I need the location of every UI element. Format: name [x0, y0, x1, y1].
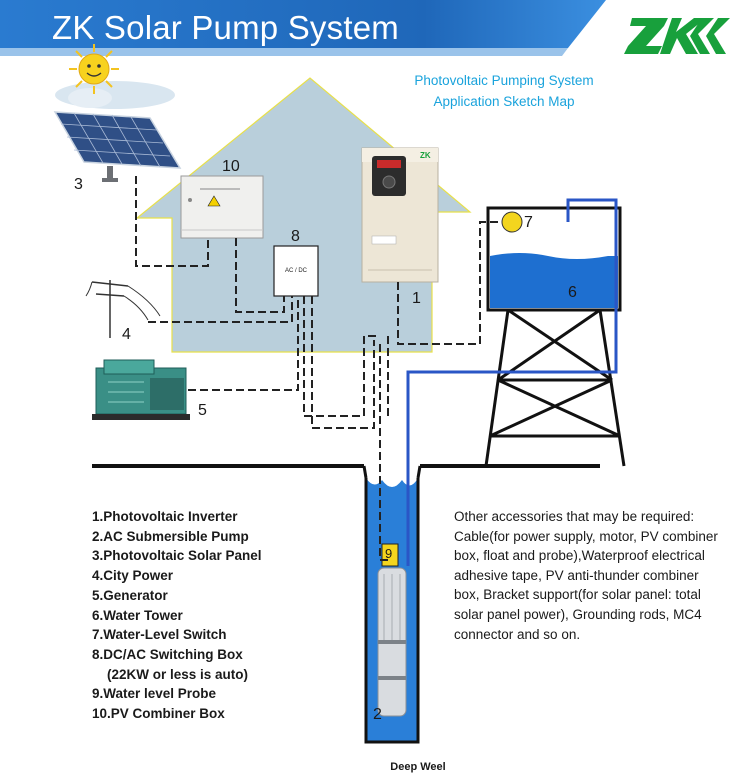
utility-pole-icon	[85, 280, 161, 338]
switch-box-icon	[273, 245, 319, 297]
legend-item: 9.Water level Probe	[92, 686, 217, 702]
sun-icon	[55, 44, 175, 109]
water-level-switch-icon	[501, 211, 523, 233]
diagram-title: Photovoltaic Pumping System Application …	[398, 70, 610, 112]
water-tower-icon	[484, 206, 626, 467]
zk-logo	[624, 10, 736, 58]
number-label-1: 1	[412, 290, 421, 307]
number-label-10: 10	[222, 158, 240, 175]
legend-item: 5.Generator	[92, 587, 168, 603]
generator-icon	[92, 359, 190, 420]
banner-background	[0, 0, 606, 56]
legend-item: 4.City Power	[92, 568, 174, 584]
number-label-6: 6	[568, 284, 577, 301]
header-banner: ZK Solar Pump System	[0, 0, 620, 56]
legend: 1.Photovoltaic Inverter 2.AC Submersible…	[92, 507, 262, 724]
diagram-title-line1: Photovoltaic Pumping System	[414, 73, 594, 88]
accessories-note: Other accessories that may be required: …	[454, 509, 718, 642]
number-label-8: 8	[291, 228, 300, 245]
number-label-7: 7	[524, 214, 533, 231]
number-label-3: 3	[74, 176, 83, 193]
legend-item: 7.Water-Level Switch	[92, 627, 227, 643]
zk-logo-mark	[624, 18, 730, 54]
legend-item: 6.Water Tower	[92, 607, 183, 623]
diagram-title-line2: Application Sketch Map	[433, 94, 575, 109]
number-label-4: 4	[122, 326, 131, 343]
legend-item: 3.Photovoltaic Solar Panel	[92, 548, 262, 564]
legend-item: 10.PV Combiner Box	[92, 706, 225, 722]
inverter-brand-label: ZK	[420, 151, 431, 160]
water-pipe	[406, 198, 618, 566]
inverter-icon	[361, 147, 439, 283]
solar-panel-icon	[53, 111, 182, 182]
house-shape	[135, 77, 472, 353]
number-label-5: 5	[198, 402, 207, 419]
deep-well-caption: Deep Weel	[390, 761, 446, 773]
dashed-wiring	[135, 176, 502, 561]
submersible-pump-icon	[377, 567, 407, 717]
legend-item: (22KW or less is auto)	[107, 666, 249, 682]
number-label-9: 9	[385, 546, 393, 561]
pv-combiner-box-icon	[180, 175, 264, 239]
page-title: ZK Solar Pump System	[52, 9, 399, 46]
legend-item: 8.DC/AC Switching Box	[92, 646, 243, 662]
legend-item: 2.AC Submersible Pump	[92, 528, 249, 544]
legend-item: 1.Photovoltaic Inverter	[92, 509, 238, 524]
number-label-2: 2	[373, 706, 382, 723]
switch-box-label: AC / DC	[285, 268, 308, 274]
